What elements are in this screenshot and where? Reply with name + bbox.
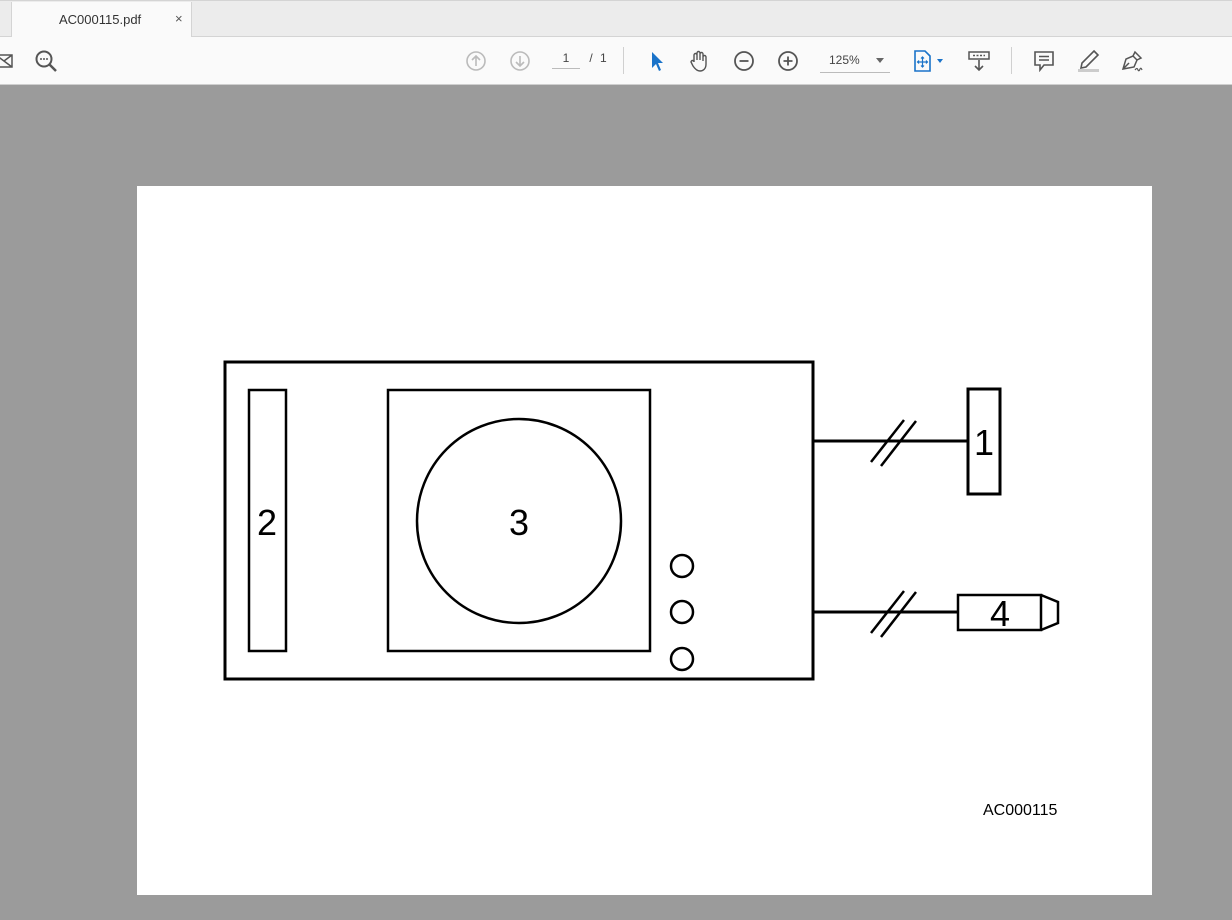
component-3-dial — [415, 417, 623, 625]
select-tool-icon[interactable] — [646, 37, 668, 84]
device-body — [223, 360, 815, 681]
break-mark — [880, 591, 917, 638]
tab-document[interactable]: AC000115.pdf × — [11, 2, 192, 38]
search-icon[interactable] — [32, 37, 60, 84]
chevron-down-icon — [876, 58, 884, 63]
page-navigation: 1 / 1 — [552, 51, 607, 69]
component-4-box — [956, 593, 1043, 632]
tab-bar: AC000115.pdf × — [0, 0, 1232, 38]
component-3-box — [386, 388, 652, 653]
zoom-out-icon[interactable] — [732, 37, 756, 84]
label-2: 2 — [257, 502, 277, 543]
button-circle — [669, 599, 695, 625]
highlight-icon[interactable] — [1075, 37, 1101, 84]
break-mark — [870, 419, 905, 463]
email-icon[interactable] — [0, 37, 14, 84]
button-circle — [669, 646, 695, 672]
fit-page-icon[interactable] — [910, 37, 946, 84]
break-mark — [870, 590, 905, 634]
break-mark — [880, 420, 917, 467]
zoom-level-dropdown[interactable]: 125% — [820, 50, 890, 73]
total-pages: 1 — [600, 51, 607, 65]
next-page-button[interactable] — [508, 37, 532, 84]
toolbar: 1 / 1 125% — [0, 37, 1232, 85]
tab-title: AC000115.pdf — [59, 12, 142, 27]
divider — [1011, 47, 1012, 74]
component-4-tip — [1040, 593, 1060, 632]
figure-id: AC000115 — [983, 802, 1058, 819]
previous-page-button[interactable] — [464, 37, 488, 84]
page-separator: / — [589, 51, 593, 65]
label-1: 1 — [974, 422, 994, 463]
zoom-in-icon[interactable] — [776, 37, 800, 84]
zoom-level-value: 125% — [829, 53, 860, 67]
sign-icon[interactable] — [1119, 37, 1145, 84]
pdf-page — [137, 186, 1152, 895]
current-page-input[interactable]: 1 — [552, 51, 580, 69]
hand-tool-icon[interactable] — [688, 37, 712, 84]
component-2-box — [247, 388, 288, 653]
component-1-box — [966, 387, 1002, 496]
divider — [623, 47, 624, 74]
scroll-mode-icon[interactable] — [966, 37, 992, 84]
comment-icon[interactable] — [1032, 37, 1056, 84]
tab-close-button[interactable]: × — [175, 11, 183, 26]
label-3: 3 — [509, 502, 529, 543]
label-4: 4 — [990, 593, 1010, 634]
button-circle — [669, 553, 695, 579]
